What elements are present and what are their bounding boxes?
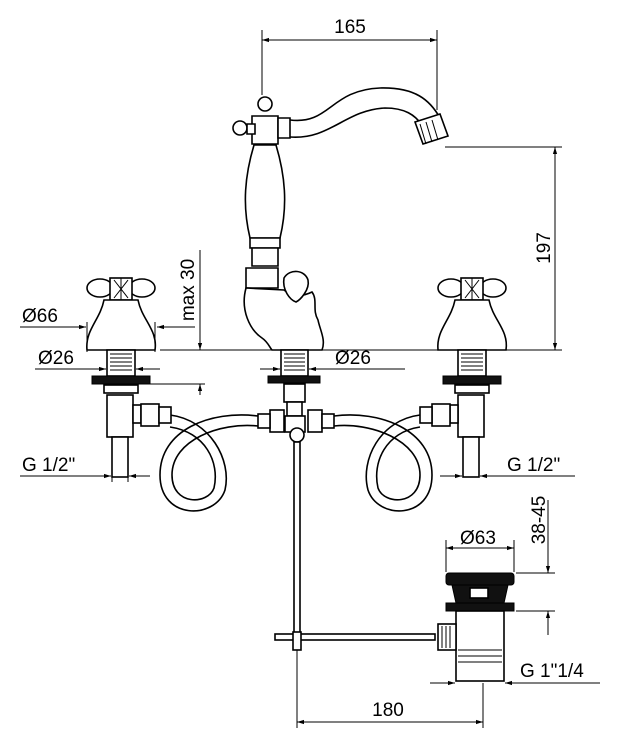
dim-label-197: 197 xyxy=(534,232,555,264)
dimension-g-half-right: G 1/2" xyxy=(440,455,575,479)
dim-label-g-half-right: G 1/2" xyxy=(507,455,560,476)
dimension-38-45: 38-45 xyxy=(516,496,555,635)
dimension-g-1-1-4: G 1"1/4 xyxy=(430,661,600,686)
dim-label-180: 180 xyxy=(372,700,404,721)
dimension-max-30: max 30 xyxy=(150,250,205,395)
flexible-hoses xyxy=(159,414,433,512)
dim-label-g-1-1-4: G 1"1/4 xyxy=(520,661,584,682)
dimension-diameter-26-left: Ø26 xyxy=(35,348,160,372)
dim-label-38-45: 38-45 xyxy=(529,496,550,545)
dim-label-diameter-26-center: Ø26 xyxy=(335,348,371,369)
dim-label-diameter-63: Ø63 xyxy=(460,528,496,549)
dimension-180: 180 xyxy=(296,650,484,728)
dimension-197: 197 xyxy=(160,146,562,351)
right-valve xyxy=(419,277,508,478)
left-valve xyxy=(86,277,172,478)
dimension-diameter-63: Ø63 xyxy=(445,528,515,572)
dim-label-diameter-66: Ø66 xyxy=(22,306,58,327)
dimension-diameter-26-center: Ø26 xyxy=(260,348,405,372)
dimension-g-half-left: G 1/2" xyxy=(20,455,150,482)
dim-label-max-30: max 30 xyxy=(178,259,199,321)
pop-up-drain xyxy=(437,572,515,682)
spout-assembly xyxy=(232,87,450,351)
dim-label-g-half-left: G 1/2" xyxy=(22,455,75,476)
dimension-165: 165 xyxy=(261,17,438,110)
dim-label-165: 165 xyxy=(334,17,366,38)
center-stem xyxy=(257,349,335,443)
dimension-diameter-66: Ø66 xyxy=(20,306,195,352)
drain-linkage xyxy=(274,441,436,651)
dim-label-diameter-26-left: Ø26 xyxy=(38,348,74,369)
